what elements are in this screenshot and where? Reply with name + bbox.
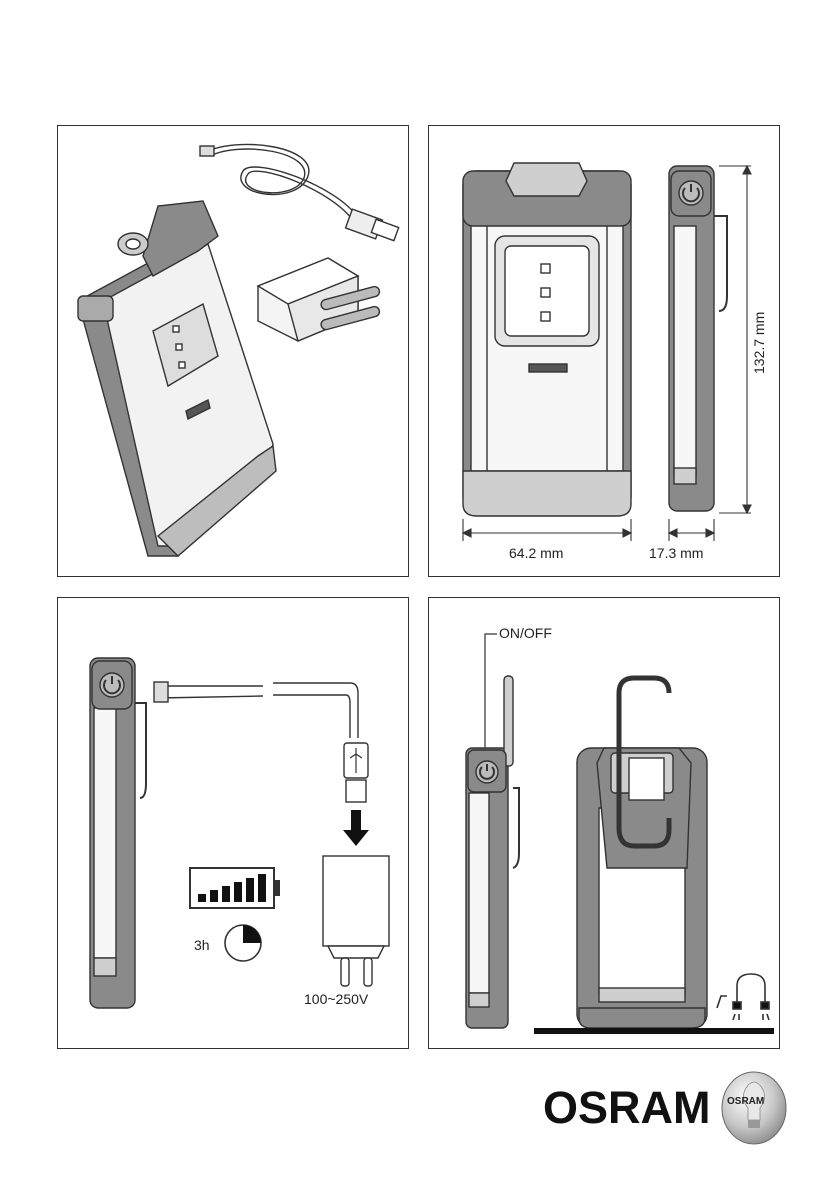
front-view-hanging-drawing: [577, 678, 707, 1028]
side-view-charging-drawing: [90, 658, 146, 1008]
charger-drawing: [323, 856, 389, 986]
magnet-icon: [717, 974, 769, 1020]
panel-charging: 3h 100~250V: [57, 597, 409, 1049]
height-dimension-label: 132.7 mm: [751, 312, 767, 374]
dimensions-illustration: [429, 126, 781, 578]
contents-illustration: [58, 126, 410, 578]
osram-bulb-icon: [718, 1068, 790, 1148]
panel-contents: [57, 125, 409, 577]
arrow-down-icon: [343, 810, 369, 846]
voltage-label: 100~250V: [304, 991, 368, 1007]
battery-full-icon: [190, 868, 280, 908]
charging-cable-drawing: [154, 682, 368, 802]
depth-dimension-label: 17.3 mm: [649, 545, 703, 561]
on-off-label: ON/OFF: [499, 625, 552, 641]
panel-operation: ON/OFF: [428, 597, 780, 1049]
front-view-drawing: [463, 163, 631, 516]
charge-time-label: 3h: [194, 937, 210, 953]
leader-line: [485, 634, 497, 763]
panel-dimensions: 64.2 mm 17.3 mm 132.7 mm: [428, 125, 780, 577]
side-view-hook-drawing: [466, 676, 519, 1028]
width-dimension-label: 64.2 mm: [509, 545, 563, 561]
power-adapter-drawing: [258, 258, 381, 341]
side-view-drawing: [669, 166, 727, 511]
charging-illustration: [58, 598, 410, 1050]
usb-cable-drawing: [200, 144, 399, 240]
operation-illustration: [429, 598, 781, 1050]
clock-icon: [225, 925, 261, 961]
metal-surface: [534, 1028, 774, 1034]
work-light-drawing: [78, 201, 276, 556]
osram-wordmark: OSRAM: [543, 1082, 711, 1134]
bulb-brand-text: OSRAM: [727, 1096, 764, 1107]
